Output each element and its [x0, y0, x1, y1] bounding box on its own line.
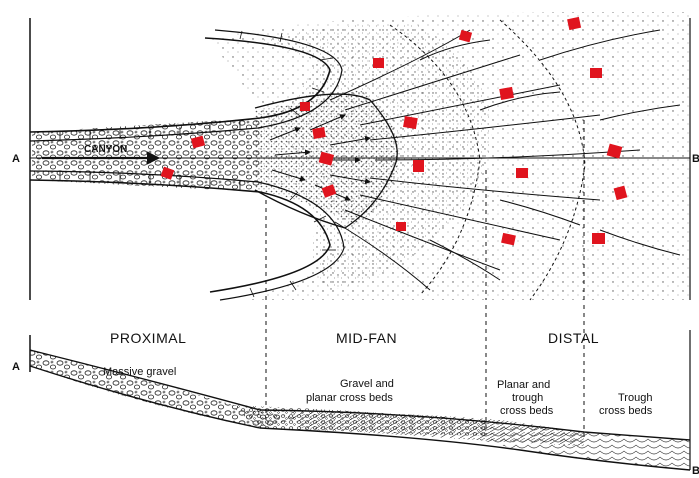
- facies-midfan-line2: planar cross beds: [306, 392, 393, 404]
- facies-distal-left-line2: trough: [512, 392, 543, 404]
- canyon-wall-lower: [30, 180, 330, 292]
- facies-midfan-line1: Gravel and: [340, 378, 394, 390]
- canyon-label: CANYON: [84, 144, 127, 155]
- section-marker-b: B: [692, 465, 699, 477]
- facies-distal-left-line3: cross beds: [500, 405, 554, 417]
- facies-distal-right-line2: cross beds: [599, 405, 653, 417]
- zone-label-proximal: PROXIMAL: [110, 330, 186, 346]
- zone-label-midfan: MID-FAN: [336, 330, 397, 346]
- facies-distal-left-line1: Planar and: [497, 379, 550, 391]
- facies-proximal: Massive gravel: [103, 366, 176, 378]
- section-marker-a: A: [12, 361, 20, 373]
- zone-label-distal: DISTAL: [548, 330, 599, 346]
- plan-marker-b: B: [692, 153, 699, 165]
- plan-view: A B CANYON: [12, 12, 699, 300]
- facies-distal-right-line1: Trough: [618, 392, 652, 404]
- plan-marker-a: A: [12, 153, 20, 165]
- deposit-trough: [480, 422, 690, 470]
- cross-section: A B PROXIMAL MID-FAN DISTAL Massive grav…: [12, 305, 699, 477]
